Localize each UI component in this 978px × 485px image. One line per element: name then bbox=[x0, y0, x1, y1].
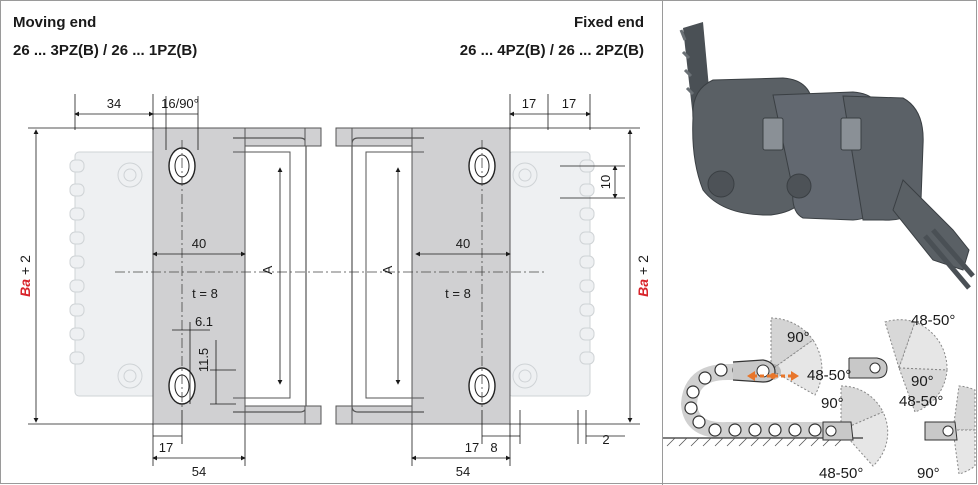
svg-text:Ba+ 2: Ba + 2 bbox=[635, 255, 651, 297]
ba-suffix-right: + 2 bbox=[635, 255, 651, 275]
dim-54-left: 54 bbox=[192, 464, 206, 479]
angle-label-4: 90° bbox=[911, 373, 934, 390]
angle-label-8: 90° bbox=[917, 465, 940, 482]
cable-chain-photo bbox=[679, 22, 975, 290]
dim-2: 2 bbox=[602, 432, 609, 447]
angle-label-3: 48-50° bbox=[911, 312, 955, 329]
dim-40-right: 40 bbox=[456, 236, 470, 251]
moving-end-bracket bbox=[152, 127, 322, 425]
dim-t-right: t = 8 bbox=[445, 286, 471, 301]
svg-text:Ba+ 2: Ba + 2 bbox=[17, 255, 33, 297]
fixed-end-title: Fixed end bbox=[573, 14, 644, 31]
dim-11-5: 11.5 bbox=[196, 348, 211, 372]
dim-17-left: 17 bbox=[159, 440, 173, 455]
dim-10: 10 bbox=[598, 175, 613, 189]
left-chain-link-outline bbox=[69, 151, 158, 397]
dim-17-bottom-right: 17 bbox=[465, 440, 479, 455]
dim-8: 8 bbox=[490, 440, 497, 455]
angle-label-2: 48-50° bbox=[807, 367, 851, 384]
moving-end-title: Moving end bbox=[13, 14, 97, 31]
dim-a-right: A bbox=[380, 265, 395, 274]
angle-label-6: 48-50° bbox=[899, 393, 943, 410]
centre-lines bbox=[115, 140, 545, 410]
dim-16-90: 16/90° bbox=[161, 96, 199, 111]
fixed-end-bracket bbox=[335, 127, 511, 425]
dim-17-top-a: 17 bbox=[522, 96, 536, 111]
right-chain-link-outline bbox=[507, 151, 595, 397]
fixed-end-part-numbers: 26 ... 4PZ(B) / 26 ... 2PZ(B) bbox=[459, 42, 644, 59]
ba-label-right: Ba bbox=[635, 279, 651, 297]
angle-label-1: 90° bbox=[787, 329, 810, 346]
dimension-lines bbox=[28, 94, 640, 466]
dim-a-left: A bbox=[260, 265, 275, 274]
ba-suffix-left: + 2 bbox=[17, 255, 33, 275]
mounting-bracket-drawing: 34 16/90° 40 t = 8 6.1 17 54 A 11.5 Ba + … bbox=[17, 94, 651, 479]
dim-17-top-b: 17 bbox=[562, 96, 576, 111]
ba-label-left: Ba bbox=[17, 279, 33, 297]
dim-6-1: 6.1 bbox=[195, 314, 213, 329]
dim-34: 34 bbox=[107, 96, 121, 111]
dim-54-right: 54 bbox=[456, 464, 470, 479]
dim-40-left: 40 bbox=[192, 236, 206, 251]
dim-t-left: t = 8 bbox=[192, 286, 218, 301]
chain-illustration-panel: 90° 48-50° 48-50° 90° 90° 48-50° 48-50° … bbox=[663, 22, 976, 482]
angle-label-5: 90° bbox=[821, 395, 844, 412]
moving-end-part-numbers: 26 ... 3PZ(B) / 26 ... 1PZ(B) bbox=[13, 42, 198, 59]
chain-motion-diagram bbox=[663, 317, 976, 475]
angle-label-7: 48-50° bbox=[819, 465, 863, 482]
panel-divider bbox=[662, 0, 663, 485]
